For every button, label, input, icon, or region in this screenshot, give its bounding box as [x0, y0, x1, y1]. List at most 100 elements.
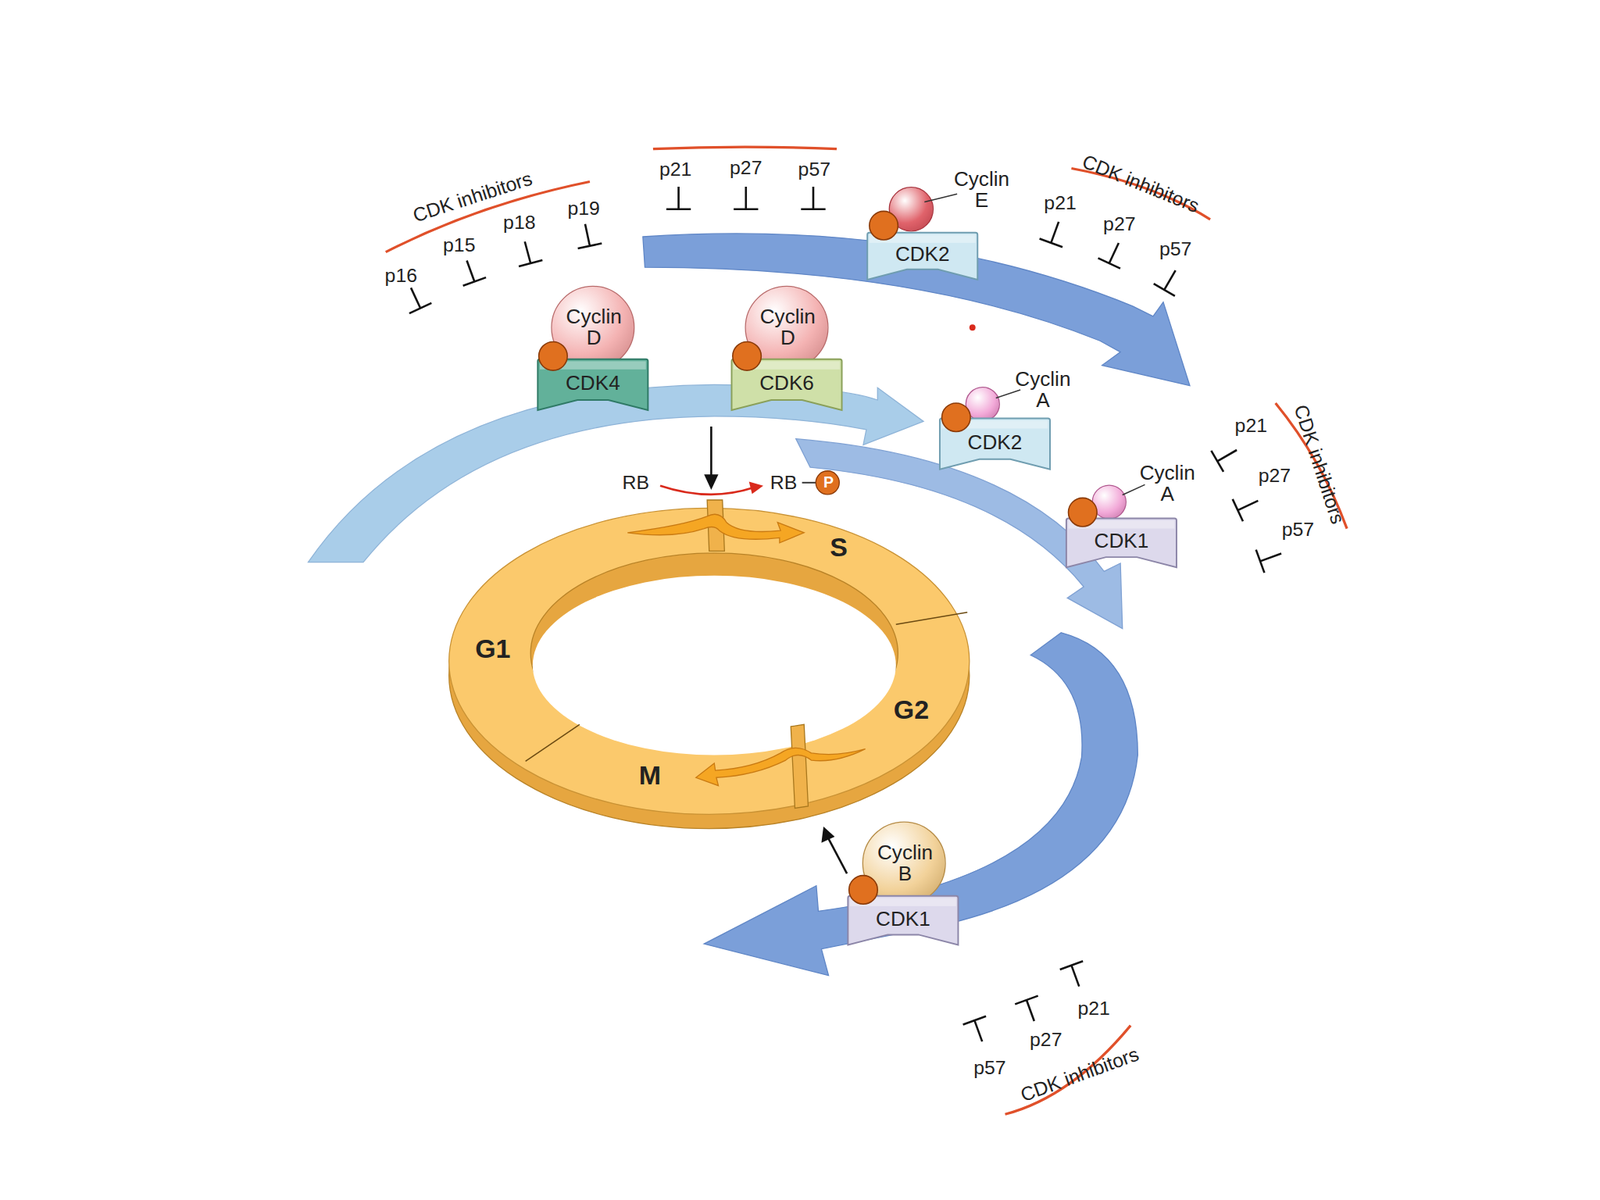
inhibitor-name: p21	[659, 159, 692, 179]
phosphate-label: P	[816, 474, 841, 491]
phase-label: S	[829, 533, 848, 561]
ring-top	[449, 507, 970, 815]
phase-label: G2	[893, 696, 929, 723]
inhibitor-name: p21	[1077, 998, 1110, 1018]
checkpoint-gate	[790, 724, 808, 808]
phosphate-dot	[849, 875, 879, 905]
inhibition-symbol	[455, 256, 486, 286]
inhibition-symbol	[513, 238, 543, 267]
cdk-highlight	[539, 360, 647, 369]
cdk-box: CDK1	[847, 896, 958, 946]
inhibition-symbol	[400, 282, 433, 314]
arrow-head	[749, 481, 764, 494]
inhibitor-name: p57	[798, 159, 831, 179]
arrow-head	[821, 826, 835, 843]
cyclin-circle: Cyclin A	[965, 386, 1000, 422]
transition-arrow	[627, 514, 804, 543]
inhibitor-name: p21	[1235, 415, 1268, 436]
cdk-name: CDK2	[939, 431, 1050, 453]
bracket-title: CDK inhibitors	[1079, 151, 1202, 216]
cyclin-name: Cyclin A	[1130, 462, 1204, 506]
cdk-shape	[1066, 518, 1177, 568]
cdk-name: CDK6	[731, 372, 842, 394]
phase-divider	[896, 612, 968, 625]
inhibition-symbol	[666, 186, 691, 210]
bracket-arc	[653, 146, 837, 150]
inhibition-symbol	[800, 186, 825, 210]
cdk-highlight	[1068, 520, 1175, 529]
phosphate-dot	[942, 403, 972, 433]
cdk-action-arrow	[710, 426, 713, 480]
inhibitor-name: p27	[1029, 1030, 1062, 1050]
inhibition-symbols	[400, 186, 1286, 1046]
cdk-highlight	[942, 420, 1049, 429]
cyclin-circle: Cyclin D	[550, 285, 635, 370]
inhibitor-name: p57	[1159, 239, 1192, 259]
cyclin-e-arrow	[642, 233, 1190, 386]
red-dot	[969, 324, 976, 331]
cdk-highlight	[733, 360, 840, 369]
inhibitor-name: p57	[1282, 519, 1315, 540]
inhibition-symbol	[963, 1016, 994, 1047]
inhibitor-brackets	[385, 146, 1347, 1115]
cdk-highlight	[869, 234, 976, 243]
phosphate-circle: P	[815, 470, 840, 495]
protein-label: RB	[621, 472, 649, 493]
inhibitor-name: p21	[1043, 193, 1076, 214]
phase-label: M	[639, 762, 661, 790]
inhibitor-name: p27	[1258, 465, 1291, 486]
cyclin-name: Cyclin D	[750, 306, 825, 350]
cdk-action-arrow	[828, 839, 848, 874]
inhibitor-name: p27	[729, 157, 762, 178]
inhibition-symbol	[1256, 542, 1286, 573]
inhibitor-name: p19	[567, 198, 600, 218]
cyclin-name: Cyclin E	[944, 168, 1018, 212]
cdk-box: CDK6	[731, 359, 842, 411]
cdk-shape	[847, 896, 958, 946]
cyclin-name: Cyclin D	[557, 306, 631, 350]
protein-label: RB	[770, 472, 797, 493]
leader-line	[996, 389, 1021, 398]
phosphate-dot	[732, 342, 762, 372]
inhibitor-name: p27	[1103, 214, 1136, 234]
cdk-name: CDK1	[1066, 530, 1177, 552]
leader-line	[924, 193, 958, 202]
inhibitor-name: p57	[973, 1057, 1006, 1078]
bracket-title: CDK inhibitors	[1017, 1044, 1142, 1106]
cyclin-circle: Cyclin D	[744, 285, 829, 370]
arrow-head	[703, 474, 718, 490]
cyclin-circle: Cyclin A	[1092, 484, 1127, 519]
cdk-shape	[867, 232, 978, 280]
cdk-box: CDK1	[1066, 518, 1177, 568]
cdk-box: CDK2	[939, 418, 1050, 470]
inhibition-symbol	[573, 221, 603, 249]
phosphorylation-arc	[660, 485, 754, 495]
ring-hole	[532, 575, 897, 756]
cdk-shape	[731, 359, 842, 411]
inhibitor-name: p18	[503, 212, 536, 233]
phosphate-dot	[869, 210, 899, 240]
cdk-name: CDK1	[847, 907, 958, 929]
cyclin-circle: Cyclin E	[889, 186, 934, 232]
phosphate-dot	[539, 342, 568, 372]
inhibition-symbol	[1060, 960, 1091, 991]
cyclin-circle: Cyclin B	[862, 821, 947, 905]
cdk-shape	[939, 418, 1050, 470]
cyclin-name: Cyclin B	[868, 842, 943, 886]
cdk-box: CDK2	[867, 232, 978, 280]
transition-arrow	[696, 747, 866, 786]
cdk-name: CDK2	[867, 243, 978, 265]
inhibition-symbol	[1153, 264, 1187, 297]
bracket-title: CDK inhibitors	[1291, 402, 1349, 527]
cyclin-name: Cyclin A	[1006, 368, 1080, 412]
phosphate-dot	[1068, 497, 1098, 527]
inhibition-symbol	[1210, 439, 1243, 472]
inhibition-symbol	[1232, 489, 1264, 522]
leader-lines	[924, 193, 1145, 495]
phosphate-dots	[539, 210, 1097, 904]
cdk-shape	[537, 359, 648, 411]
